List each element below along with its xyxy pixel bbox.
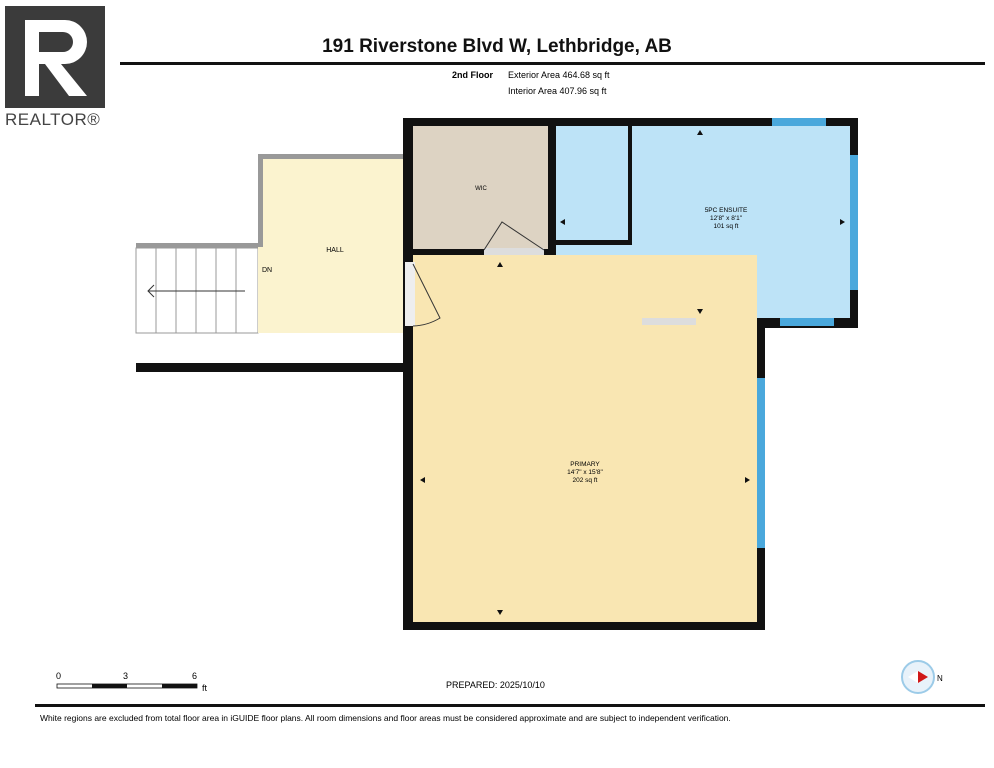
prepared-date: PREPARED: 2025/10/10 (446, 680, 545, 690)
railing (136, 243, 260, 248)
floor-label: 2nd Floor (452, 70, 493, 80)
realtor-logo: REALTOR® (5, 6, 107, 130)
room-area-primary: 202 sq ft (573, 477, 598, 484)
scale-bar (56, 683, 198, 689)
scale-unit: ft (202, 683, 208, 693)
room-hall (258, 157, 405, 333)
room-dims-ensuite: 12'8" x 8'1" (710, 215, 743, 222)
room-primary (413, 255, 757, 622)
interior-area: Interior Area 407.96 sq ft (508, 86, 607, 96)
room-label-primary: PRIMARY (570, 461, 600, 468)
wall (556, 240, 632, 245)
room-area-ensuite: 101 sq ft (714, 223, 739, 230)
room-label-ensuite: 5PC ENSUITE (705, 207, 748, 214)
footer-rule (35, 704, 985, 707)
doorway (405, 262, 415, 326)
doorway (642, 318, 696, 325)
scale-tick-6: 6 (192, 671, 197, 681)
scale-tick-3: 3 (123, 671, 128, 681)
stairs-label: DN (262, 267, 272, 274)
realtor-r-mark (5, 6, 105, 108)
scale-tick-0: 0 (56, 671, 61, 681)
wall (136, 363, 406, 372)
compass-icon (901, 660, 935, 694)
exterior-area: Exterior Area 464.68 sq ft (508, 70, 610, 80)
stairs (135, 247, 259, 334)
page-title: 191 Riverstone Blvd W, Lethbridge, AB (322, 36, 672, 57)
doorway (484, 248, 544, 255)
railing (258, 154, 405, 159)
door-swing (483, 221, 545, 251)
door-swing (412, 263, 441, 327)
realtor-logo-text: REALTOR® (5, 110, 101, 129)
disclaimer: White regions are excluded from total fl… (40, 713, 731, 723)
title-rule (120, 62, 985, 65)
dimension-arrows (420, 130, 845, 615)
room-label-wic: WIC (475, 186, 487, 192)
compass-north-label: N (937, 674, 943, 683)
railing (258, 157, 263, 247)
windows (757, 118, 858, 548)
room-wic (413, 126, 548, 249)
wall (628, 126, 632, 244)
room-label-hall: HALL (326, 247, 344, 254)
room-dims-primary: 14'7" x 15'8" (567, 469, 603, 476)
